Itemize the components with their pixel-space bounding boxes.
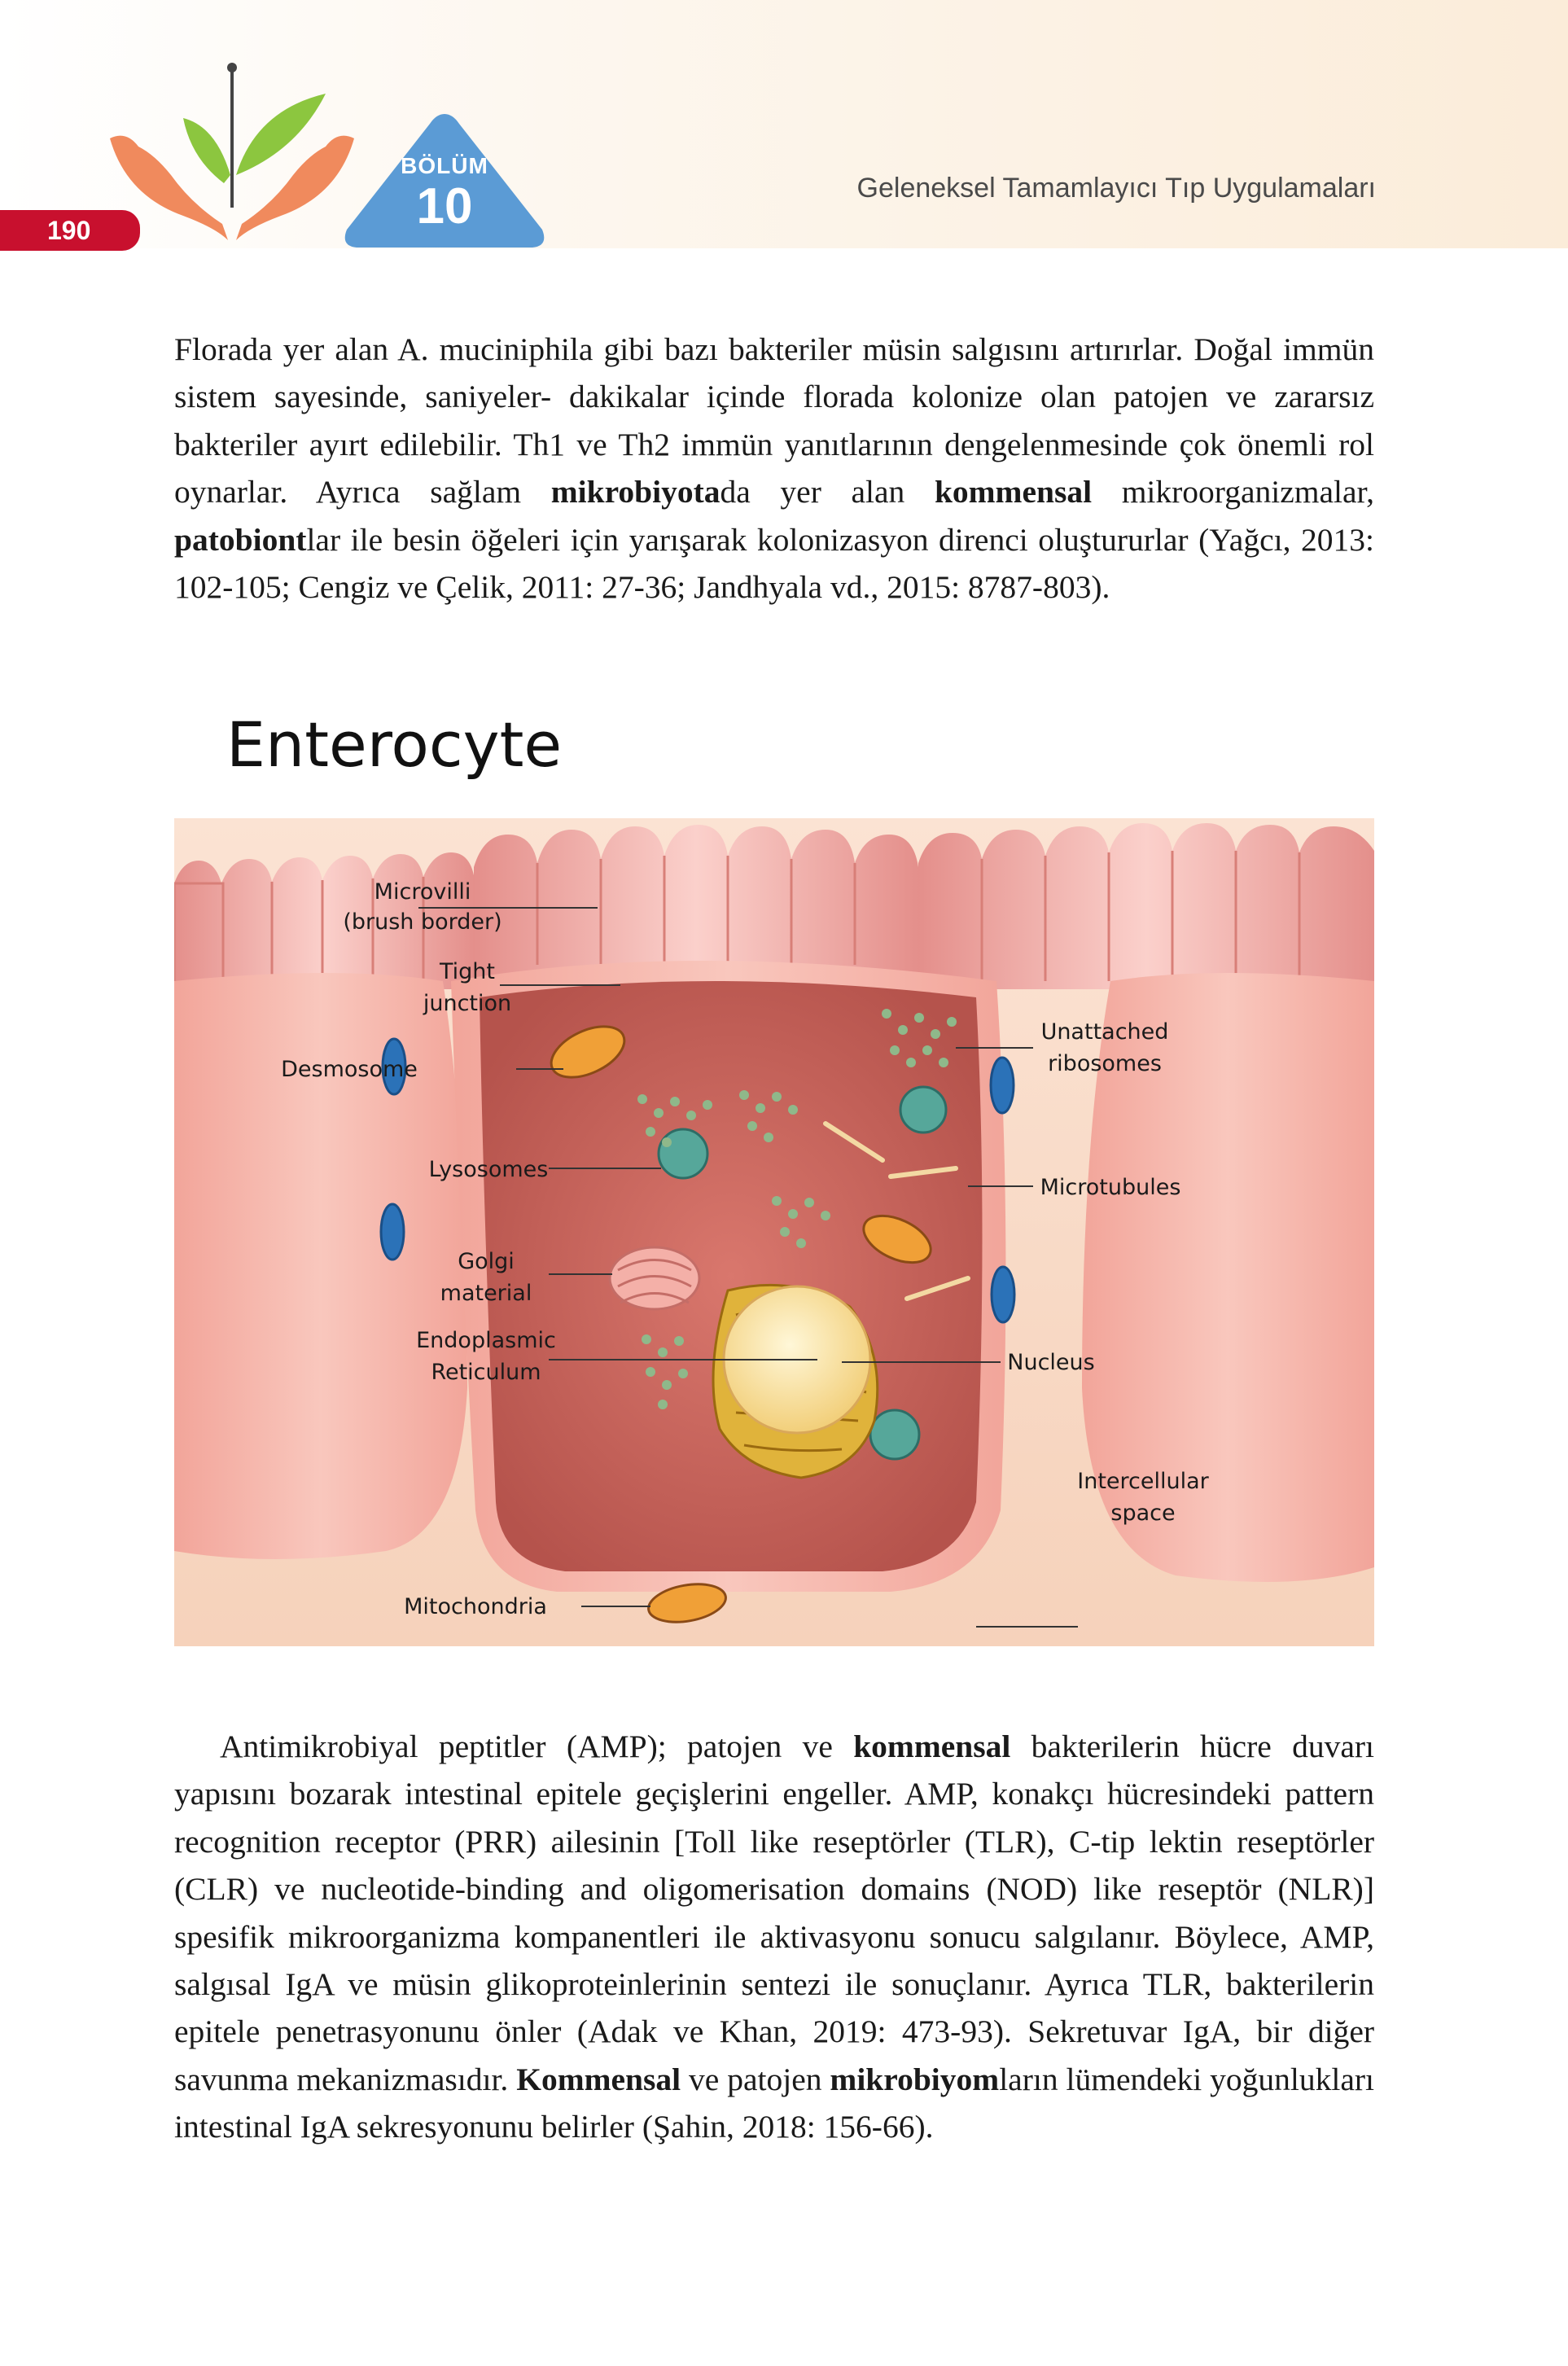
label-reticulum: Reticulum — [431, 1360, 541, 1385]
leader-lines — [418, 907, 1078, 1628]
chapter-badge — [344, 114, 545, 248]
paragraph-1: Florada yer alan A. muciniphila gibi baz… — [174, 331, 1374, 606]
label-tight: Tight — [439, 959, 495, 984]
microvilli-center — [474, 825, 918, 989]
label-space: space — [1110, 1501, 1175, 1526]
label-golgi: Golgi — [458, 1249, 515, 1274]
label-brush-border: (brush border) — [343, 909, 501, 935]
header-band — [0, 0, 1568, 248]
ribosomes-group — [637, 1009, 957, 1409]
chapter-number: 10 — [416, 178, 473, 234]
label-desmosome: Desmosome — [281, 1057, 418, 1082]
label-unattached: Unattached — [1041, 1019, 1169, 1045]
paragraph-2: Antimikrobiyal peptitler (AMP); patojen … — [174, 1728, 1375, 2145]
label-microtubules: Microtubules — [1040, 1175, 1181, 1200]
label-mitochondria: Mitochondria — [404, 1594, 547, 1619]
right-cell — [1082, 973, 1374, 1582]
microvilli-right — [918, 823, 1374, 989]
microtubules — [823, 1121, 970, 1301]
left-cell — [174, 973, 467, 1559]
enterocyte-illustration: Microvilli (brush border) Tight junction… — [174, 818, 1374, 1646]
running-title: Geleneksel Tamamlayıcı Tıp Uygulamaları — [856, 173, 1376, 204]
label-lysosomes: Lysosomes — [429, 1157, 549, 1182]
label-junction: junction — [423, 991, 511, 1016]
label-microvilli: Microvilli — [374, 879, 471, 905]
golgi-material — [608, 1246, 701, 1311]
label-material: material — [440, 1281, 532, 1306]
label-endoplasmic: Endoplasmic — [416, 1328, 556, 1353]
page-number: 190 — [0, 210, 140, 251]
label-intercellular: Intercellular — [1077, 1469, 1209, 1494]
label-nucleus: Nucleus — [1007, 1350, 1094, 1375]
label-ribosomes: ribosomes — [1048, 1051, 1162, 1076]
chapter-label: BÖLÜM 10 — [339, 153, 550, 233]
hands-leaf-logo — [110, 63, 354, 240]
figure-title: Enterocyte — [226, 708, 563, 781]
chapter-word: BÖLÜM — [401, 153, 488, 178]
lysosomes-group — [657, 1085, 948, 1461]
mitochondria-group — [550, 1025, 932, 1623]
desmosomes — [379, 1037, 1016, 1324]
